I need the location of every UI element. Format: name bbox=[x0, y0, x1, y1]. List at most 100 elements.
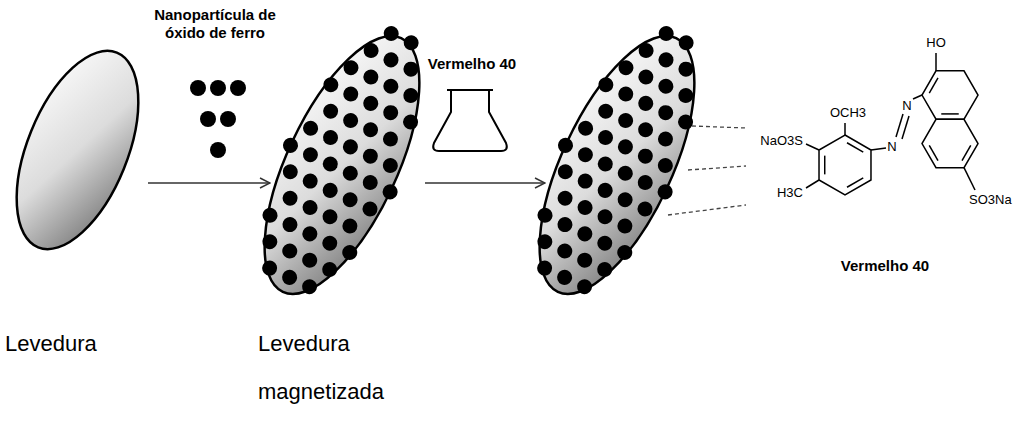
nanoparticle bbox=[340, 163, 360, 183]
nanoparticle bbox=[575, 171, 595, 191]
nanoparticle bbox=[380, 156, 400, 176]
nanoparticle bbox=[341, 58, 361, 78]
nanoparticle bbox=[555, 135, 575, 155]
nanoparticle bbox=[575, 250, 595, 270]
nanoparticle bbox=[361, 41, 381, 61]
nanoparticle bbox=[635, 199, 655, 219]
nanoparticle bbox=[321, 75, 341, 95]
nanoparticle bbox=[656, 24, 676, 44]
nanoparticle bbox=[300, 198, 320, 218]
process-arrow bbox=[425, 182, 545, 184]
nanoparticle bbox=[595, 233, 615, 253]
nanoparticle bbox=[280, 267, 300, 287]
cell-shape bbox=[15, 40, 140, 260]
nanoparticle bbox=[360, 173, 380, 193]
nanoparticle bbox=[555, 267, 575, 287]
nanoparticle bbox=[676, 86, 696, 106]
nanoparticle bbox=[615, 163, 635, 183]
nanoparticle bbox=[280, 215, 300, 235]
nanoparticle bbox=[555, 215, 575, 235]
nanoparticle bbox=[380, 182, 400, 202]
atom-label: HO bbox=[926, 35, 946, 51]
nanoparticle bbox=[575, 145, 595, 165]
nanoparticle bbox=[676, 112, 696, 132]
nanoparticle bbox=[555, 162, 575, 182]
nanoparticle bbox=[340, 137, 360, 157]
arrow-label: Nanopartícula de óxido de ferro bbox=[143, 6, 288, 42]
nanoparticle bbox=[615, 216, 635, 236]
nanoparticle bbox=[341, 111, 361, 131]
leader-lines bbox=[668, 126, 746, 215]
yeast-cell: Levedura bbox=[15, 40, 140, 260]
nanoparticle bbox=[555, 188, 575, 208]
nanoparticle bbox=[676, 59, 696, 79]
cell-outline bbox=[508, 15, 726, 315]
nanoparticle bbox=[260, 205, 280, 225]
nanoparticle bbox=[360, 199, 380, 219]
nanoparticle bbox=[616, 111, 636, 131]
nanoparticle bbox=[636, 41, 656, 61]
nanoparticle bbox=[340, 243, 360, 263]
nanoparticle bbox=[616, 58, 636, 78]
nanoparticle bbox=[320, 207, 340, 227]
nanoparticle bbox=[615, 190, 635, 210]
nanoparticle bbox=[635, 146, 655, 166]
nanoparticle bbox=[555, 241, 575, 261]
nanoparticle bbox=[636, 93, 656, 113]
molecule-structure bbox=[806, 53, 978, 195]
nanoparticle bbox=[361, 93, 381, 113]
nanoparticle bbox=[596, 75, 616, 95]
nanoparticle bbox=[300, 224, 320, 244]
nanoparticle bbox=[636, 67, 656, 87]
reagent-label: Vermelho 40 bbox=[428, 55, 516, 73]
nanoparticle bbox=[280, 135, 300, 155]
nanoparticle bbox=[656, 50, 676, 70]
nanoparticle bbox=[300, 145, 320, 165]
nanoparticle bbox=[280, 188, 300, 208]
nanoparticle bbox=[401, 59, 421, 79]
nanoparticle bbox=[676, 33, 696, 53]
atom-label: NaO3S bbox=[760, 133, 803, 149]
nanoparticle bbox=[636, 120, 656, 140]
nanoparticle bbox=[301, 118, 321, 138]
atom-label: H3C bbox=[777, 185, 803, 201]
nanoparticle bbox=[320, 260, 340, 280]
nanoparticle bbox=[535, 205, 555, 225]
nanoparticle bbox=[361, 120, 381, 140]
atom-label: N bbox=[902, 98, 911, 114]
nanoparticle bbox=[615, 243, 635, 263]
cell-outline bbox=[0, 34, 163, 266]
nanoparticle bbox=[320, 180, 340, 200]
nanoparticle bbox=[381, 24, 401, 44]
nanoparticle bbox=[320, 154, 340, 174]
nanoparticle bbox=[300, 250, 320, 270]
nanoparticles bbox=[190, 80, 246, 158]
nanoparticle bbox=[596, 128, 616, 148]
nanoparticle bbox=[260, 232, 280, 252]
nanoparticle bbox=[361, 67, 381, 87]
nanoparticle bbox=[280, 241, 300, 261]
yeast-cell bbox=[501, 5, 736, 318]
nanoparticle bbox=[595, 180, 615, 200]
nanoparticle bbox=[401, 86, 421, 106]
cell-outline bbox=[233, 15, 451, 315]
nanoparticle bbox=[655, 156, 675, 176]
nanoparticle bbox=[595, 154, 615, 174]
nanoparticle bbox=[575, 277, 595, 297]
nanoparticle bbox=[300, 277, 320, 297]
nanoparticle bbox=[575, 224, 595, 244]
nanoparticle bbox=[381, 50, 401, 70]
nanoparticle bbox=[656, 129, 676, 149]
nanoparticle bbox=[595, 260, 615, 280]
cell-label: Levedura magnetizada bbox=[258, 320, 398, 416]
yeast-cell: Levedura magnetizada bbox=[262, 25, 422, 305]
nanoparticle bbox=[596, 101, 616, 121]
nanoparticle bbox=[656, 76, 676, 96]
nanoparticle bbox=[381, 129, 401, 149]
flask bbox=[433, 90, 507, 151]
nanoparticle bbox=[616, 84, 636, 104]
nanoparticle bbox=[360, 146, 380, 166]
nanoparticle bbox=[341, 84, 361, 104]
nanoparticle bbox=[635, 173, 655, 193]
